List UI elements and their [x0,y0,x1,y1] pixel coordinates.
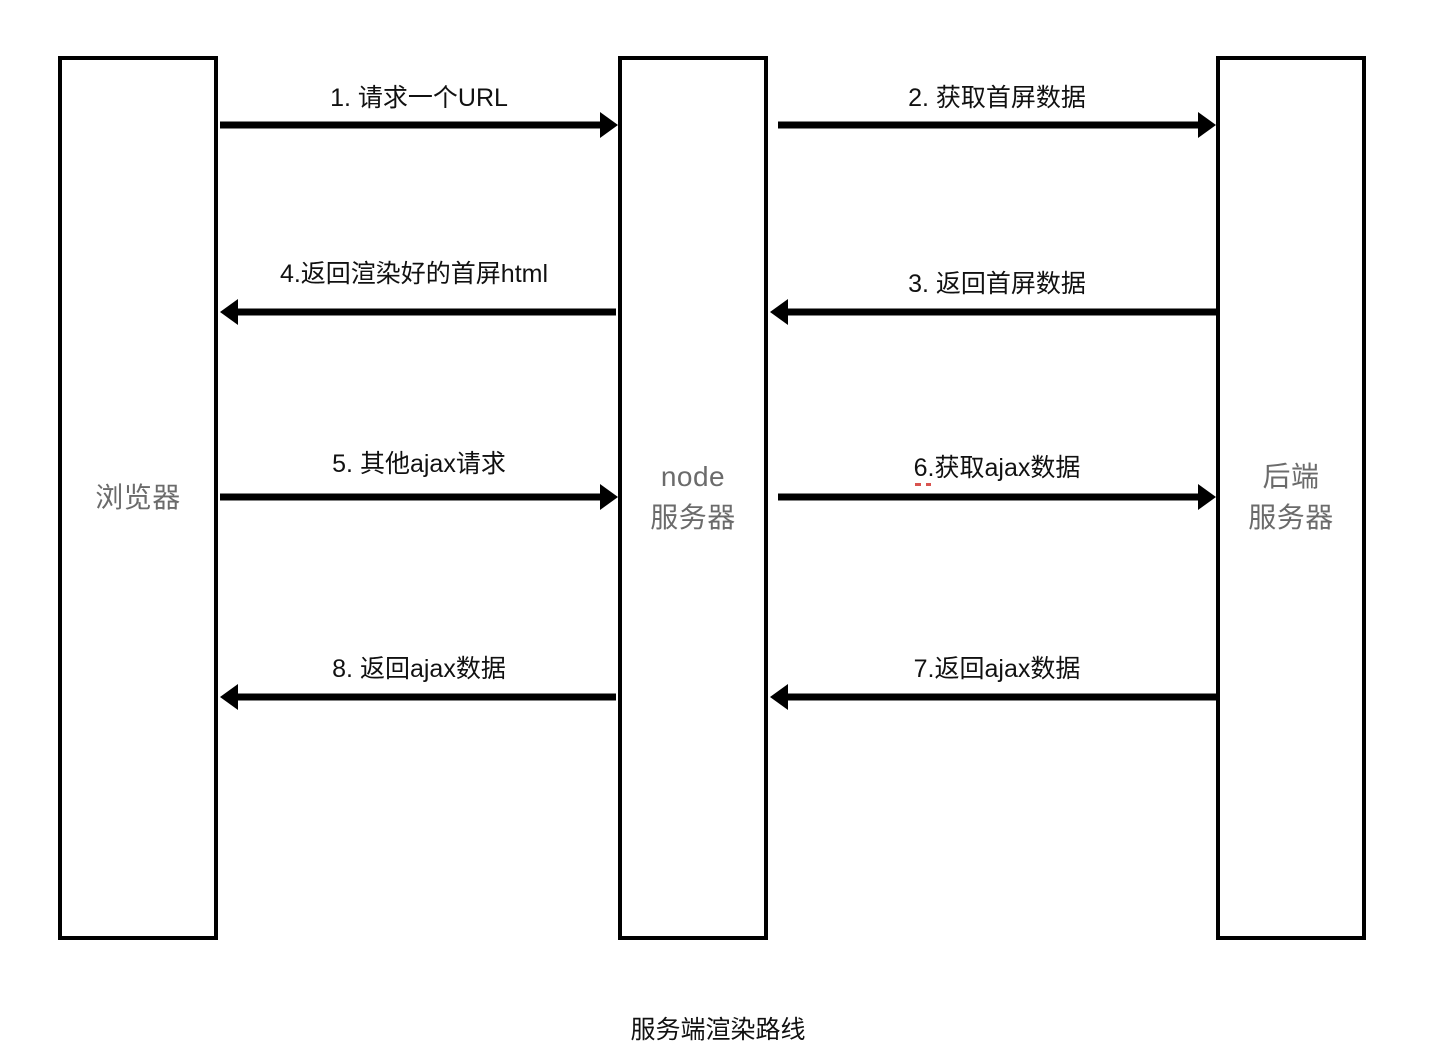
diagram-caption: 服务端渲染路线 [630,1016,806,1044]
message-label-2: 2. 获取首屏数据 [908,84,1086,112]
message-arrow-8 [220,684,616,710]
participant-box-browser[interactable]: 浏览器 [58,56,218,940]
message-arrow-5 [220,484,618,510]
message-arrow-2 [778,112,1216,138]
message-label-8: 8. 返回ajax数据 [332,655,506,683]
message-arrow-3 [770,299,1216,325]
message-label-6-rest: 获取ajax数据 [934,454,1081,482]
message-arrow-6 [778,484,1216,510]
message-label-1: 1. 请求一个URL [330,84,508,112]
participant-box-node-server[interactable]: node 服务器 [618,56,768,940]
message-arrow-7 [770,684,1216,710]
message-arrow-1 [220,112,618,138]
participant-label-browser: 浏览器 [95,481,181,513]
message-label-6: 6.获取ajax数据 [778,454,1216,486]
message-label-3: 3. 返回首屏数据 [908,270,1086,298]
participant-box-backend-server[interactable]: 后端 服务器 [1216,56,1366,940]
message-label-6-misspelled-part: 6. [913,454,935,486]
participant-label-node-server: node 服务器 [650,461,736,533]
participant-label-backend-server: 后端 服务器 [1248,461,1334,533]
message-label-4: 4.返回渲染好的首屏html [279,260,549,288]
message-label-5: 5. 其他ajax请求 [332,450,506,478]
message-arrow-4 [220,299,616,325]
message-label-7: 7.返回ajax数据 [913,655,1081,683]
